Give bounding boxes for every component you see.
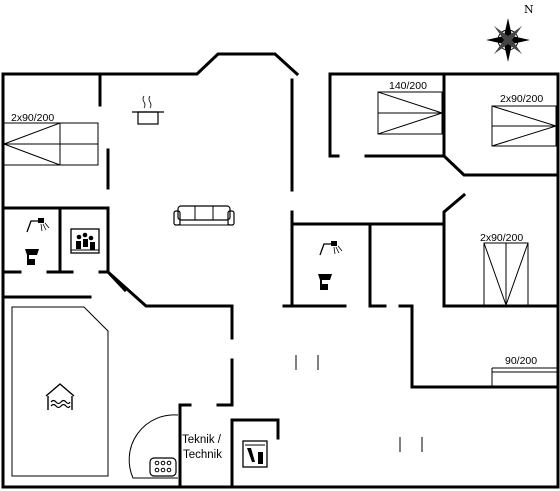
swimming-pool [11,306,109,477]
bed-2x90-nw [3,122,99,166]
compass-rose-icon [486,18,530,62]
swimming-pool-icon [45,383,75,410]
washing-machine-icon [242,440,268,468]
bed-label-se: 90/200 [505,355,537,367]
technik-label-line1: Teknik / [182,434,222,446]
bed-label-ne-1: 140/200 [389,80,427,92]
sauna-icon [70,228,100,254]
bed-2x90-ne [491,105,557,147]
sofa-icon [173,205,235,226]
shower-toilet-icon [25,218,50,265]
bed-label-e: 2x90/200 [480,232,523,244]
cooking-pot-icon [132,95,164,125]
compass-north-label: N [524,3,534,16]
bed-2x90-e [483,242,529,306]
whirlpool-icon [149,457,177,477]
bed-label-ne-2: 2x90/200 [500,93,543,105]
bed-140-ne [377,91,443,135]
technik-label-line2: Technik [183,449,222,461]
outer-walls [1,52,560,489]
interior-walls [1,72,560,489]
bed-label-nw: 2x90/200 [11,112,54,124]
shower-toilet-icon-2 [318,241,343,290]
door-and-window-marks [128,355,558,479]
